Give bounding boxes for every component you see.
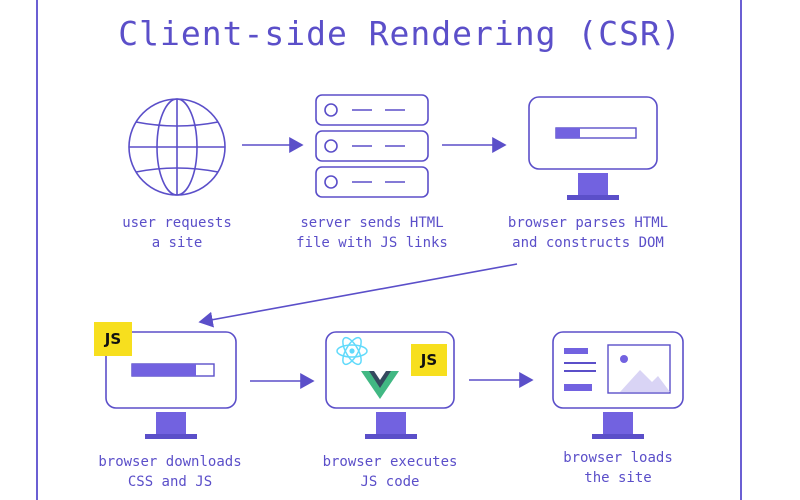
js-badge-download: JS [94,322,132,356]
caption-step-3: browser parses HTML and constructs DOM [488,213,688,253]
diagram-title: Client-side Rendering (CSR) [118,14,682,53]
globe-icon [128,98,226,196]
caption-step-1: user requests a site [77,213,277,253]
caption-step-3-line-2: and constructs DOM [512,235,664,251]
caption-step-1-line-1: user requests [122,215,232,231]
caption-step-6-line-2: the site [584,470,652,486]
server-icon [315,94,429,198]
monitor-icon-download [105,331,237,439]
caption-step-6: browser loads the site [518,448,718,488]
react-logo [336,336,368,366]
image-icon [607,344,671,394]
caption-step-3-line-1: browser parses HTML [507,215,669,231]
caption-step-4-line-2: CSS and JS [127,474,213,490]
caption-step-2: server sends HTML file with JS links [272,213,472,253]
caption-step-1-line-2: a site [151,235,203,251]
caption-step-6-line-1: browser loads [563,450,673,466]
text-lines-icon [564,348,596,391]
arrow-parse-to-download [198,263,518,328]
frame-left-border [36,0,38,500]
caption-step-4-line-1: browser downloads [98,454,242,470]
frame-right-border [740,0,742,500]
monitor-icon-loaded [552,331,684,439]
monitor-icon-parsing [528,96,658,200]
vue-logo [361,371,399,399]
caption-step-5-line-2: JS code [360,474,420,490]
caption-step-5-line-1: browser executes [322,454,458,470]
caption-step-5: browser executes JS code [290,452,490,492]
caption-step-4: browser downloads CSS and JS [70,452,270,492]
caption-step-2-line-1: server sends HTML [300,215,444,231]
js-badge-execute: JS [411,344,447,376]
caption-step-2-line-2: file with JS links [296,235,448,251]
